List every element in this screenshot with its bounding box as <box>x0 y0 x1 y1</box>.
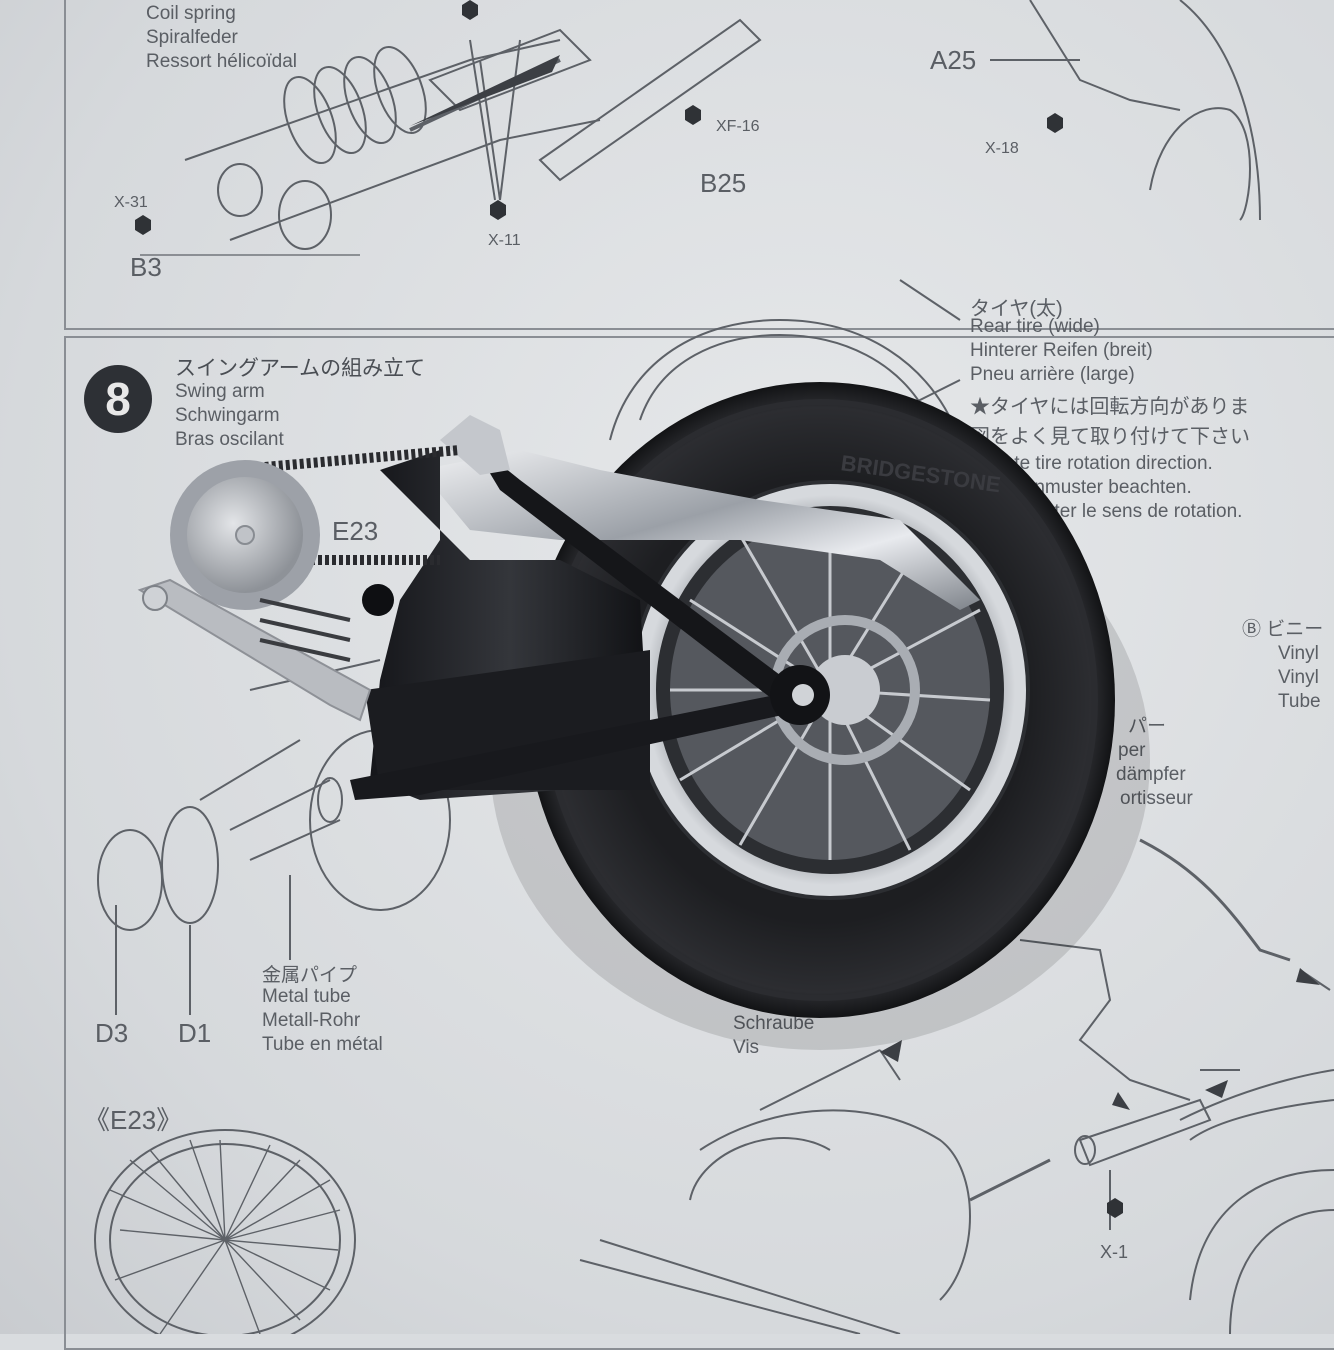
step-title-fr: Bras oscilant <box>175 429 284 450</box>
vinyl-jp: Ⓑ ビニー <box>1242 619 1324 640</box>
chain-guard <box>420 450 980 610</box>
step-title-jp: スイングアームの組み立て <box>175 357 426 380</box>
rotation-note-en: Note tire rotation direction. <box>990 453 1213 474</box>
damper-de: dämpfer <box>1116 764 1186 785</box>
part-label-d3: D3 <box>95 1018 129 1048</box>
damper-label: パー per dämpfer ortisseur <box>1110 715 1193 811</box>
color-code-x18: X-18 <box>985 140 1019 157</box>
rear-tire-en: Rear tire (wide) <box>970 316 1100 337</box>
shock-spring <box>259 598 351 662</box>
screw-de: Schraube <box>733 1013 815 1034</box>
pulley-center <box>235 525 255 545</box>
rear-tire-de: Hinterer Reifen (breit) <box>970 340 1153 361</box>
metal-tube-de: Metall-Rohr <box>262 1010 361 1031</box>
step-title-en: Swing arm <box>175 381 265 402</box>
step-number-badge: 8 <box>84 365 152 433</box>
color-code-x11: X-11 <box>488 232 521 249</box>
metal-tube-en: Metal tube <box>262 986 351 1007</box>
rotation-note-jp-2: 図をよく見て取り付けて下さい <box>970 426 1250 448</box>
top-panel-frame <box>64 0 1334 330</box>
step-title: Swing arm Schwingarm Bras oscilant <box>175 380 284 452</box>
strut-end-cap <box>440 415 510 475</box>
upper-strut <box>470 440 800 705</box>
part-label-b3: B3 <box>130 252 162 282</box>
metal-tube-fr: Tube en métal <box>262 1034 383 1055</box>
bracket-hole <box>142 585 168 611</box>
bracket-arm <box>137 578 372 722</box>
part-label-e23: 《E23》 <box>84 1105 183 1135</box>
part-label-e23-partial: E23 <box>332 516 379 546</box>
screw-label: Schraube Vis <box>733 1012 814 1060</box>
rear-tire-jp: タイヤ(太) <box>970 298 1063 320</box>
vinyl-tube-label: Ⓑ ビニー Vinyl Vinyl Tube <box>1242 618 1323 714</box>
wheel-hub <box>810 655 880 725</box>
vinyl-de: Vinyl <box>1278 667 1319 688</box>
damper-en: per <box>1118 740 1146 761</box>
coil-spring-fr: Ressort hélicoïdal <box>146 51 298 72</box>
vinyl-fr: Tube <box>1278 691 1321 712</box>
color-code-xf16: XF-16 <box>716 118 760 135</box>
step-title-de: Schwingarm <box>175 405 280 426</box>
rear-tire-label: Rear tire (wide) Hinterer Reifen (breit)… <box>970 315 1153 387</box>
damper-fr: ortisseur <box>1120 788 1193 809</box>
part-label-d1: D1 <box>178 1018 212 1048</box>
pivot-bolt <box>362 584 394 616</box>
lower-strut <box>350 690 805 800</box>
metal-tube-label: Metal tube Metall-Rohr Tube en métal <box>262 985 383 1057</box>
rear-tire-fr: Pneu arrière (large) <box>970 364 1135 385</box>
coil-spring-en: Coil spring <box>146 3 236 24</box>
vinyl-en: Vinyl <box>1278 643 1319 664</box>
part-label-b25: B25 <box>700 168 747 198</box>
damper-jp: パー <box>1128 716 1167 737</box>
color-code-x1: X-1 <box>1100 1242 1129 1262</box>
part-label-a25: A25 <box>930 45 977 75</box>
axle-bolt <box>792 684 814 706</box>
rotation-note-jp: ★タイヤには回転方向がありま 図をよく見て取り付けて下さい <box>970 392 1250 452</box>
screw-fr: Vis <box>733 1037 760 1058</box>
coil-spring-label: Coil spring Spiralfeder Ressort hélicoïd… <box>146 2 297 74</box>
rotation-note-jp-1: ★タイヤには回転方向がありま <box>970 396 1250 418</box>
metal-tube-jp: 金属パイプ <box>262 965 358 986</box>
coil-spring-de: Spiralfeder <box>146 27 238 48</box>
color-code-x31: X-31 <box>114 194 148 211</box>
